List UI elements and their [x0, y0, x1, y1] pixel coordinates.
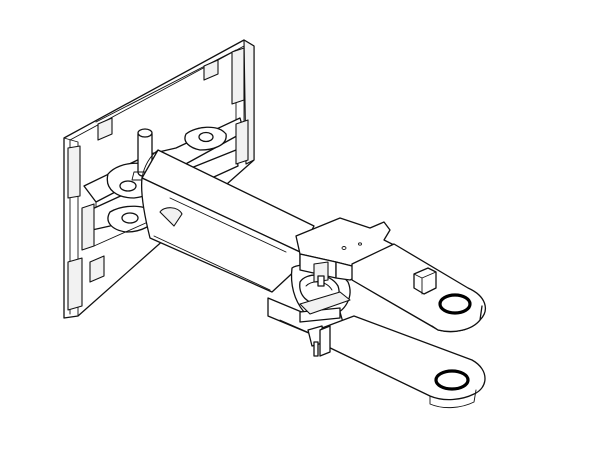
plate-clip-top: [97, 47, 245, 141]
hinge-hole-upper: [119, 180, 137, 192]
main-arm: [140, 149, 315, 293]
lower-tine-eye: [434, 369, 470, 391]
upper-tine-eye: [438, 293, 472, 315]
lower-fork-tine: [319, 315, 486, 409]
upper-fork-tine: [351, 243, 486, 333]
hinge-hole-lower: [121, 212, 139, 224]
plate-clip-left: [67, 145, 105, 311]
hinge-hole-top: [198, 131, 214, 143]
